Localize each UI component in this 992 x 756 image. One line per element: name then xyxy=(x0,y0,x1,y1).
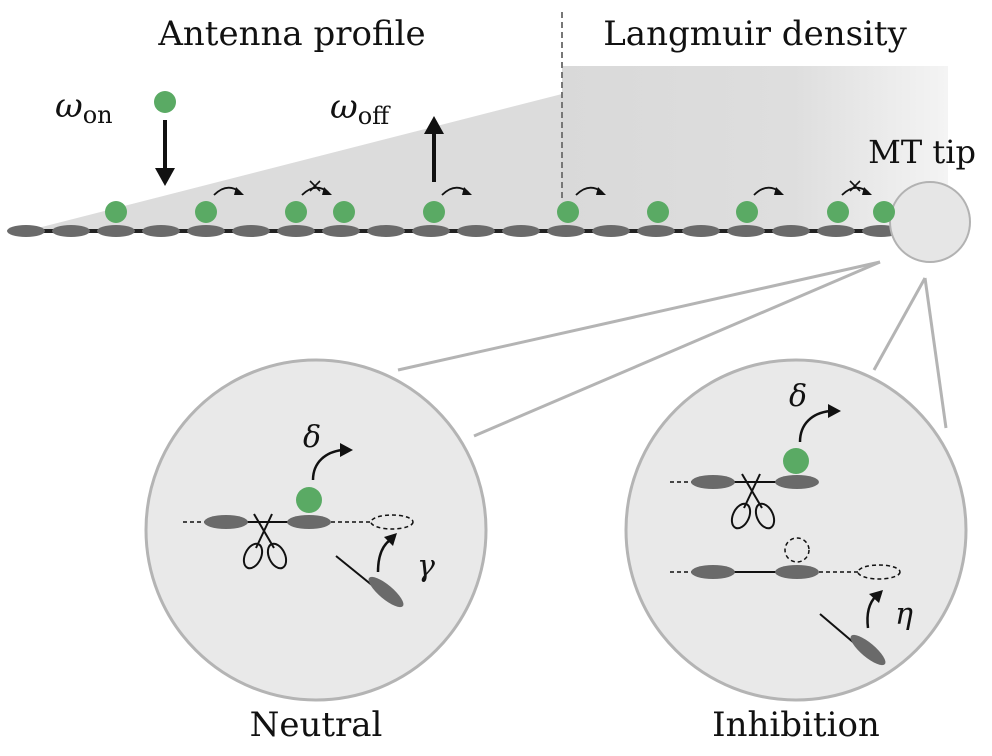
incoming-motor xyxy=(154,91,176,113)
inhibition-delta-arrow xyxy=(798,409,831,443)
tubulin-dimer xyxy=(457,225,495,237)
omega-off-unbinding: ωoff xyxy=(330,87,444,182)
blocked-hop-icon xyxy=(849,180,861,192)
inhibition-label: Inhibition xyxy=(712,705,880,745)
blocked-hop-icon xyxy=(309,180,321,192)
tubulin-dimer xyxy=(412,225,450,237)
inhibition-motor xyxy=(783,448,809,474)
neutral-label: Neutral xyxy=(250,705,383,745)
neutral-free-tubulin xyxy=(368,576,404,608)
tubulin-dimer xyxy=(637,225,675,237)
motor-protein xyxy=(285,201,307,223)
tubulin-dimer xyxy=(232,225,270,237)
motor-protein xyxy=(195,201,217,223)
neutral-delta-arrow-head xyxy=(340,443,353,457)
neutral-inset: δ γ Neutral xyxy=(144,358,488,745)
langmuir-density-label: Langmuir density xyxy=(603,14,907,54)
neutral-tubulin-right xyxy=(287,515,331,529)
inhibition-inset-circle xyxy=(624,358,968,702)
inhibition-free-tubulin xyxy=(850,634,886,666)
svg-text:ωoff: ωoff xyxy=(330,87,391,130)
tubulin-dimer xyxy=(682,225,720,237)
neutral-motor xyxy=(296,487,322,513)
neutral-inset-circle xyxy=(144,358,488,702)
microtubule-lattice xyxy=(7,225,945,237)
neutral-tubulin-left xyxy=(204,515,248,529)
neutral-delta-arrow xyxy=(311,448,343,481)
tubulin-dimer xyxy=(187,225,225,237)
motor-protein xyxy=(827,201,849,223)
neutral-gamma-arrow-head xyxy=(384,533,397,546)
unbinding-arrow-head xyxy=(424,116,444,134)
zoom-connectors xyxy=(397,260,948,438)
binding-arrow-head xyxy=(155,168,175,186)
tubulin-dimer xyxy=(277,225,315,237)
inhibition-eta-label: η xyxy=(895,597,913,632)
omega-on-binding: ωon xyxy=(55,86,176,186)
inhibition-lower-tubulin-left xyxy=(691,565,735,579)
neutral-gamma-arrow xyxy=(376,539,391,573)
inhibition-delta-label: δ xyxy=(789,379,807,414)
hop-arrow-head xyxy=(234,187,244,195)
neutral-empty-site xyxy=(370,514,414,530)
motor-protein xyxy=(647,201,669,223)
tubulin-dimer xyxy=(502,225,540,237)
inhibition-delta-arrow-head xyxy=(828,404,841,418)
inhibition-eta-arrow-head xyxy=(869,590,883,603)
tubulin-dimer xyxy=(142,225,180,237)
inhibition-upper-tubulin-right xyxy=(775,475,819,489)
motor-protein xyxy=(873,201,895,223)
hop-arrow-head xyxy=(862,187,872,195)
neutral-delta-label: δ xyxy=(303,420,321,455)
motor-protein xyxy=(423,201,445,223)
tubulin-dimer xyxy=(817,225,855,237)
inhibition-lower-tubulin-right xyxy=(775,565,819,579)
tubulin-dimer xyxy=(97,225,135,237)
inhibition-empty-motor-site xyxy=(784,537,810,563)
tubulin-dimer xyxy=(592,225,630,237)
motor-protein xyxy=(105,201,127,223)
tubulin-dimer xyxy=(772,225,810,237)
hop-arrow-head xyxy=(774,187,784,195)
hopping-arrows xyxy=(213,180,872,196)
inhibition-upper-tubulin-left xyxy=(691,475,735,489)
omega-off-symbol: ω xyxy=(330,87,358,127)
motor-protein xyxy=(557,201,579,223)
omega-on-symbol: ω xyxy=(55,86,83,126)
tubulin-dimer xyxy=(547,225,585,237)
motor-proteins xyxy=(105,201,895,223)
tubulin-dimer xyxy=(727,225,765,237)
neutral-gamma-label: γ xyxy=(417,549,435,584)
motor-protein xyxy=(333,201,355,223)
inhibition-inset: δ η Inhibition xyxy=(624,358,968,745)
tubulin-dimer xyxy=(52,225,90,237)
tubulin-dimer xyxy=(367,225,405,237)
mt-tip-label: MT tip xyxy=(868,133,976,171)
svg-text:ωon: ωon xyxy=(55,86,113,129)
mt-tip-circle xyxy=(889,181,971,263)
omega-off-subscript: off xyxy=(358,102,391,130)
hop-arrow-head xyxy=(322,187,332,195)
hop-arrow-head xyxy=(462,187,472,195)
omega-on-subscript: on xyxy=(83,101,113,129)
neutral-scissors-icon xyxy=(242,513,288,570)
inhibition-empty-tubulin-site xyxy=(857,564,901,580)
tubulin-dimer xyxy=(322,225,360,237)
tubulin-dimer xyxy=(7,225,45,237)
hop-arrow-head xyxy=(596,187,606,195)
motor-protein xyxy=(736,201,758,223)
antenna-profile-label: Antenna profile xyxy=(157,14,425,54)
inhibition-scissors-icon xyxy=(730,473,776,530)
